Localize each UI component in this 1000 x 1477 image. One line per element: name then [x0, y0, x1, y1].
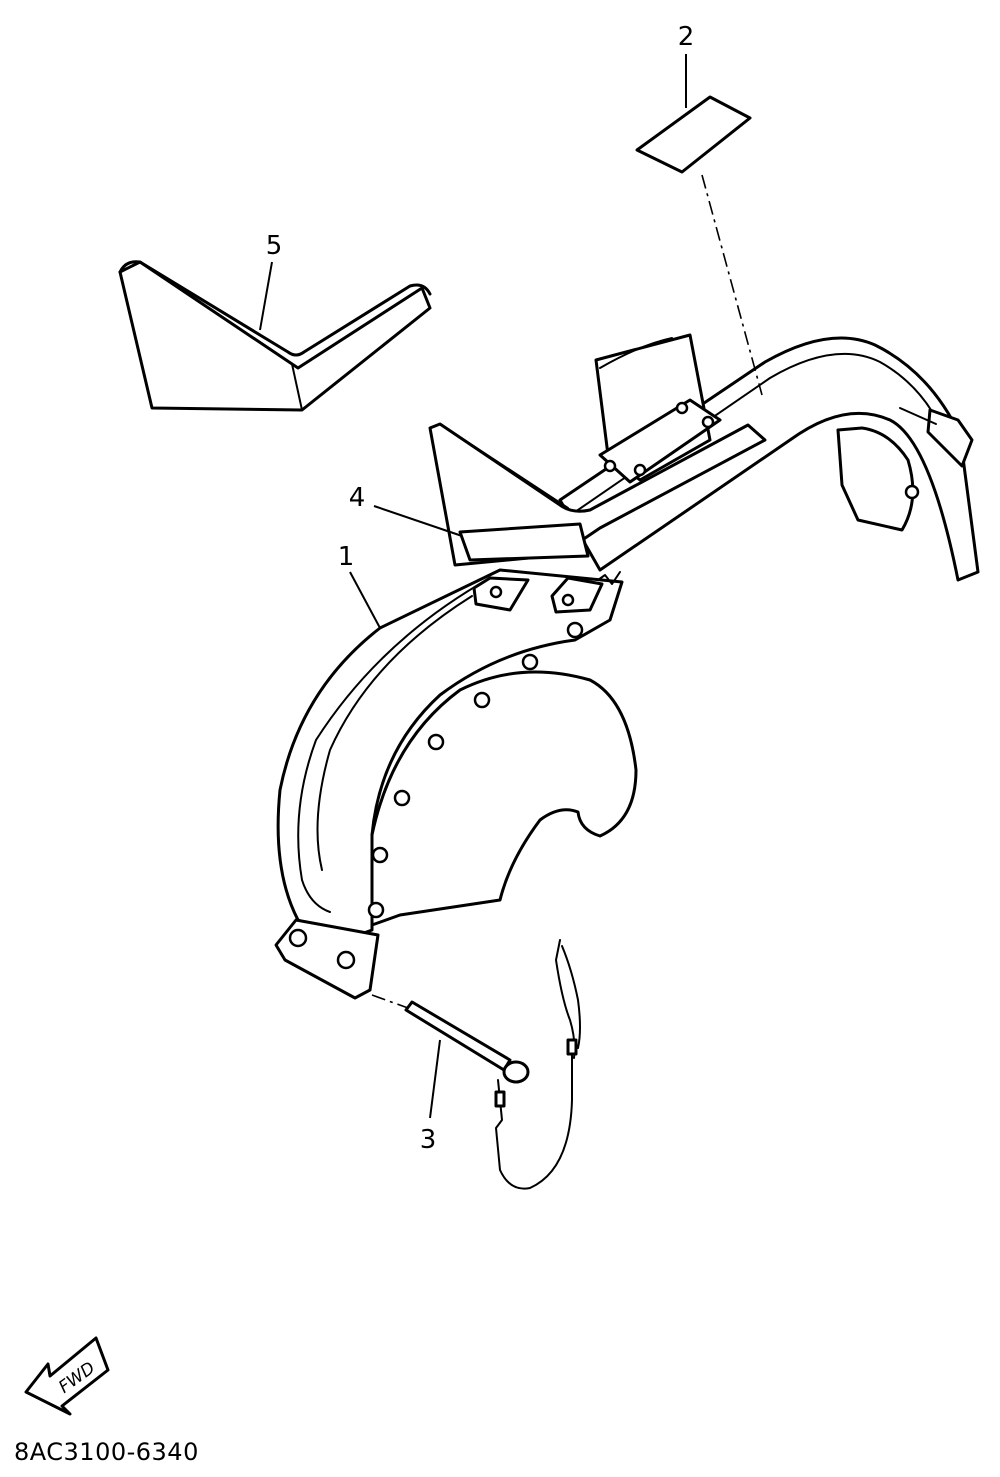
callout-2: 2 — [678, 22, 695, 52]
callout-1: 1 — [338, 542, 355, 572]
leader-4 — [373, 505, 463, 537]
part-5-pad — [118, 260, 432, 412]
part-4-label — [458, 522, 590, 562]
leader-3 — [429, 1039, 441, 1119]
leader-1 — [349, 571, 381, 629]
assembly-line-2 — [701, 174, 763, 396]
assembly-line-3 — [371, 994, 409, 1009]
callout-4: 4 — [349, 483, 366, 513]
leader-5 — [259, 261, 273, 331]
fwd-arrow-icon: FWD — [24, 1336, 110, 1416]
drawing-code: 8AC3100-6340 — [14, 1438, 199, 1466]
part-2-label — [635, 95, 752, 174]
part-3-pin — [404, 939, 581, 1190]
callout-5: 5 — [266, 231, 283, 261]
part-1-fender — [274, 333, 980, 1000]
callout-3: 3 — [420, 1125, 437, 1155]
